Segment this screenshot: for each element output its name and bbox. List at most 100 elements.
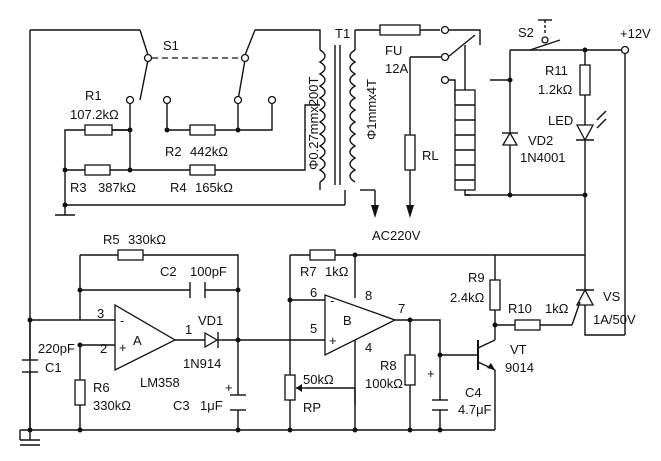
- label-c2: C2: [160, 264, 177, 279]
- label-c1-value: 220pF: [38, 341, 75, 356]
- rp-potentiometer: [284, 374, 305, 401]
- label-vs-value: 1A/50V: [593, 312, 636, 327]
- r11-resistor: [579, 64, 591, 96]
- svg-text:-: -: [330, 293, 334, 308]
- label-c4-value: 4.7μF: [458, 402, 492, 417]
- svg-text:-: -: [120, 313, 124, 328]
- label-op-a: A: [133, 333, 142, 348]
- label-r7-value: 1kΩ: [325, 264, 349, 279]
- label-pin7: 7: [398, 301, 405, 316]
- relay-coil: [454, 89, 476, 191]
- s2-switch: [529, 19, 561, 51]
- label-r10: R10: [508, 301, 532, 316]
- label-r8-value: 100kΩ: [365, 376, 403, 391]
- label-led: LED: [548, 113, 573, 128]
- label-vt: VT: [510, 342, 527, 357]
- label-r11-value: 1.2kΩ: [538, 82, 573, 97]
- r10-resistor: [514, 319, 541, 331]
- label-r8: R8: [380, 358, 397, 373]
- label-r9-value: 2.4kΩ: [450, 290, 485, 305]
- c1-capacitor: [22, 359, 38, 373]
- label-c2-value: 100pF: [190, 264, 227, 279]
- transformer-t1: [318, 30, 357, 190]
- label-supply: +12V: [620, 26, 651, 41]
- vd1-diode: [204, 331, 222, 349]
- fuse-fu: [379, 24, 421, 36]
- label-c4: C4: [465, 385, 482, 400]
- relay-contacts: [409, 25, 450, 85]
- r9-resistor: [489, 279, 501, 311]
- label-r1: R1: [85, 88, 102, 103]
- label-secondary-winding: Φ1mmx4T: [364, 79, 379, 140]
- led-indicator: [575, 110, 607, 150]
- label-r5: R5: [103, 232, 120, 247]
- label-pin5: 5: [310, 321, 317, 336]
- label-primary-winding: Φ0.27mmx200T: [306, 76, 321, 170]
- label-r9: R9: [468, 270, 485, 285]
- label-t1: T1: [335, 26, 350, 41]
- label-r6-value: 330kΩ: [93, 398, 131, 413]
- label-fu-rating: 12A: [385, 61, 408, 76]
- r1-resistor: [84, 124, 113, 136]
- ac-output-plug: [371, 205, 414, 218]
- op-amp-b: - +: [324, 293, 397, 357]
- label-pin2: 2: [100, 341, 107, 356]
- label-r7: R7: [300, 264, 317, 279]
- vs-thyristor: [571, 288, 595, 326]
- r8-resistor: [404, 354, 416, 386]
- label-r6: R6: [93, 380, 110, 395]
- r2-resistor: [189, 124, 216, 136]
- rl-load: [404, 134, 416, 171]
- s1-switch: [125, 53, 277, 105]
- label-s1: S1: [163, 38, 179, 53]
- label-vd1-part: 1N914: [183, 356, 221, 371]
- ground-symbol-top: [55, 205, 75, 216]
- vd2-diode: [501, 100, 519, 180]
- c2-capacitor: [189, 282, 206, 298]
- label-r3: R3: [70, 180, 87, 195]
- label-op-b: B: [343, 313, 352, 328]
- supply-terminal: [620, 45, 630, 55]
- label-r11: R11: [545, 63, 568, 78]
- label-vd2-part: 1N4001: [520, 150, 566, 165]
- label-c3-value: 1μF: [200, 398, 223, 413]
- r4-resistor: [189, 164, 216, 176]
- label-rp-value: 50kΩ: [303, 372, 334, 387]
- c4-capacitor: [432, 355, 448, 411]
- label-lm358: LM358: [140, 375, 180, 390]
- r5-resistor: [117, 249, 144, 261]
- vt-transistor: [477, 339, 496, 371]
- labels: S1 T1 FU 12A S2 +12V R11 1.2kΩ LED VD2 1…: [38, 25, 651, 417]
- label-vd2: VD2: [528, 133, 553, 148]
- label-pin6: 6: [310, 285, 317, 300]
- label-pin1: 1: [185, 322, 192, 337]
- label-c1: C1: [45, 360, 62, 375]
- r7-resistor: [309, 249, 336, 261]
- label-r2: R2: [165, 144, 182, 159]
- junction-dots: [27, 47, 588, 433]
- label-rp: RP: [303, 400, 321, 415]
- label-s2: S2: [518, 25, 534, 40]
- label-pin8: 8: [365, 288, 372, 303]
- label-r10-value: 1kΩ: [545, 301, 569, 316]
- label-fu: FU: [385, 43, 402, 58]
- label-r3-value: 387kΩ: [98, 180, 136, 195]
- svg-text:+: +: [329, 333, 337, 348]
- label-rl: RL: [422, 148, 439, 163]
- svg-text:+: +: [119, 340, 127, 355]
- label-c4-plus: +: [427, 366, 435, 381]
- label-r4: R4: [170, 180, 187, 195]
- label-pin4: 4: [365, 340, 372, 355]
- op-amp-a: - +: [114, 303, 177, 372]
- label-pin3: 3: [97, 306, 104, 321]
- r3-resistor: [84, 164, 111, 176]
- label-r5-value: 330kΩ: [128, 232, 166, 247]
- r6-resistor: [74, 379, 86, 406]
- label-r2-value: 442kΩ: [190, 144, 228, 159]
- label-c3-plus: +: [225, 380, 233, 395]
- label-r4-value: 165kΩ: [195, 180, 233, 195]
- label-r1-value: 107.2kΩ: [70, 107, 119, 122]
- label-c3: C3: [173, 398, 190, 413]
- label-vd1: VD1: [198, 313, 223, 328]
